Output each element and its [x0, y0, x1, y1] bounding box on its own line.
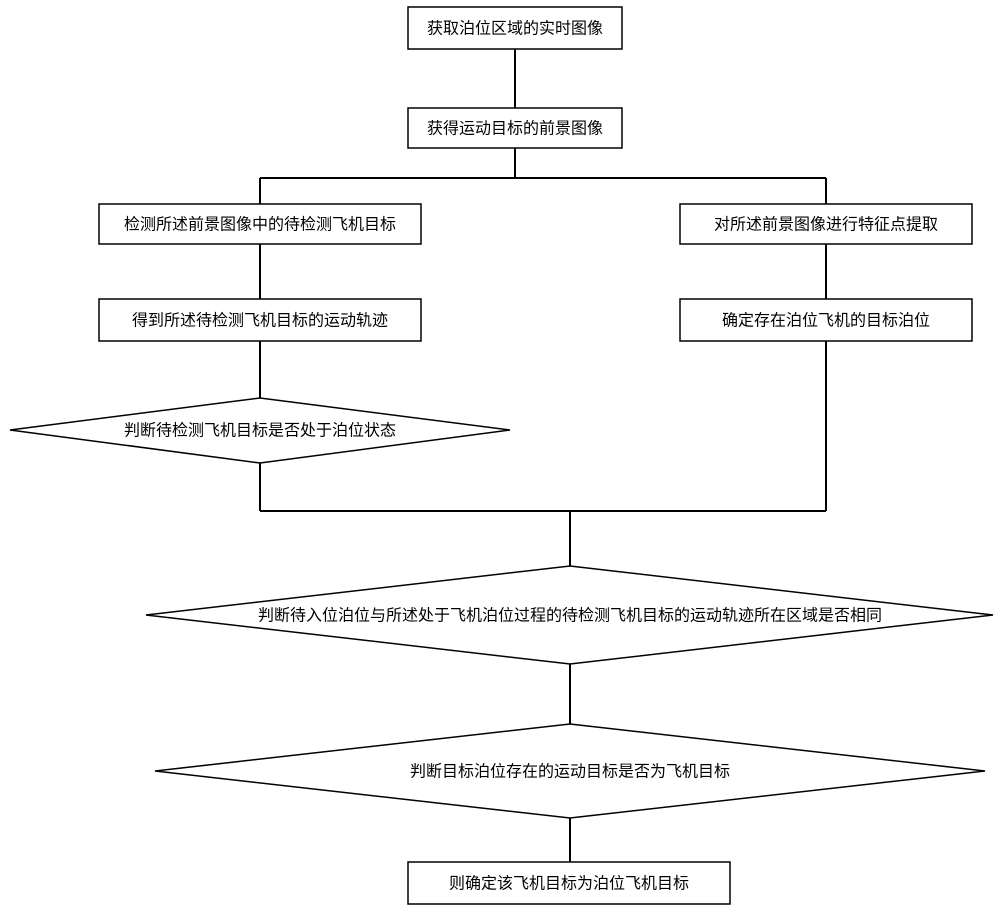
box-detect-aircraft-target-label: 检测所述前景图像中的待检测飞机目标	[124, 215, 396, 234]
decision-judge-berthing-state	[9, 397, 511, 464]
box-confirm-berth-aircraft	[407, 861, 731, 905]
decision-judge-is-aircraft-label: 判断目标泊位存在的运动目标是否为飞机目标	[410, 762, 730, 781]
box-acquire-realtime-image-label: 获取泊位区域的实时图像	[427, 19, 603, 38]
box-get-motion-trajectory-label: 得到所述待检测飞机目标的运动轨迹	[132, 311, 388, 330]
box-determine-target-berth-label: 确定存在泊位飞机的目标泊位	[722, 311, 930, 330]
box-extract-feature-points	[679, 203, 973, 245]
decision-judge-is-aircraft	[154, 723, 986, 819]
box-detect-aircraft-target	[98, 203, 422, 245]
box-acquire-realtime-image	[407, 6, 623, 50]
decision-judge-same-region	[145, 565, 994, 665]
box-extract-feature-points-label: 对所述前景图像进行特征点提取	[714, 215, 938, 234]
decision-judge-same-region-label: 判断待入位泊位与所述处于飞机泊位过程的待检测飞机目标的运动轨迹所在区域是否相同	[258, 606, 882, 625]
box-obtain-foreground-image	[407, 107, 623, 149]
box-obtain-foreground-image-label: 获得运动目标的前景图像	[427, 119, 603, 138]
box-get-motion-trajectory	[98, 298, 422, 342]
box-confirm-berth-aircraft-label: 则确定该飞机目标为泊位飞机目标	[449, 874, 689, 893]
decision-judge-berthing-state-label: 判断待检测飞机目标是否处于泊位状态	[124, 421, 396, 440]
box-determine-target-berth	[679, 298, 973, 342]
